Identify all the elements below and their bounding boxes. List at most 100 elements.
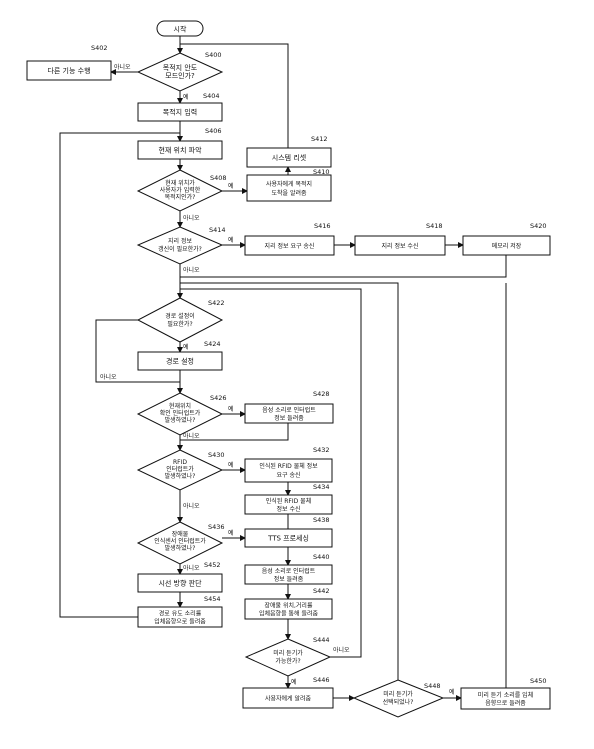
decision-S430-line3: 발생하였나?: [165, 472, 196, 480]
connectors: [59, 36, 507, 701]
edge-S408-yes: 예: [228, 182, 234, 190]
edge-S430-yes: 예: [228, 461, 234, 469]
process-S412-label: 시스템 리셋: [272, 153, 307, 162]
decision-S426-line3: 발생하였나?: [165, 416, 196, 424]
process-S440-line2: 정보 들려줌: [274, 575, 304, 583]
process-S434-line1: 인식된 RFID 물체: [266, 497, 311, 505]
step-id-S402: S402: [91, 44, 108, 52]
process-S446-label: 사용자에게 알려줌: [265, 695, 312, 703]
decision-S448: 미리 듣기가 선택되었나?: [352, 679, 445, 718]
decision-S414: 지리 정보 갱신이 필요한가?: [136, 226, 224, 265]
process-S450: 미리 듣기 소리를 입체 음향으로 들려줌: [460, 687, 551, 710]
step-id-S418: S418: [426, 222, 443, 230]
process-S432-line1: 인식된 RFID 물체 정보: [259, 462, 318, 470]
process-S404-label: 목적지 입력: [163, 108, 197, 117]
process-S450-line1: 미리 듣기 소리를 입체: [478, 691, 533, 699]
step-id-S432: S432: [313, 446, 330, 454]
process-S410-line2: 도착을 알려줌: [271, 189, 307, 197]
svg-text:모드인가?: 모드인가?: [165, 71, 195, 80]
start-node: 시작: [156, 20, 204, 37]
step-id-S422: S422: [208, 299, 225, 307]
process-S454: 경로 유도 소리를 입체음향으로 들려줌: [137, 606, 223, 628]
decision-S430: RFID 인터럽트가 발생하였나?: [136, 449, 224, 491]
decision-S444-line2: 가능한가?: [275, 657, 300, 665]
process-S442-line2: 입체음향을 통해 들려줌: [259, 610, 318, 618]
process-S454-line2: 입체음향으로 들려줌: [154, 618, 206, 626]
step-id-S420: S420: [530, 222, 547, 230]
decision-S422: 경로 설정이 필요한가?: [136, 297, 224, 343]
step-id-S400: S400: [205, 51, 222, 59]
step-id-S430: S430: [208, 451, 225, 459]
decision-S414-line2: 갱신이 필요한가?: [158, 245, 202, 253]
step-id-S440: S440: [313, 553, 330, 561]
process-S406: 현재 위치 파악: [137, 140, 223, 160]
process-S454-line1: 경로 유도 소리를: [159, 610, 202, 618]
decision-S430-line2: 인터럽트가: [166, 465, 194, 473]
process-S410-line1: 사용자에게 목적지: [266, 180, 312, 188]
decision-S400: 목적지 안도 모드인가?: [136, 52, 224, 92]
process-S450-line2: 음향으로 들려줌: [485, 699, 526, 707]
step-numbers: S400 S402 S404 S406 S408 S410 S412 S414 …: [91, 44, 547, 690]
step-id-S450: S450: [530, 677, 547, 685]
process-S438-label: TTS 프로세싱: [267, 534, 309, 543]
decision-S444-line1: 미리 듣기가: [273, 649, 303, 657]
edge-S400-yes: 예: [183, 93, 189, 101]
decision-S448-line1: 미리 듣기가: [383, 690, 413, 698]
process-S432-line2: 요구 송신: [277, 471, 301, 479]
edge-S414-no: 아니오: [183, 266, 200, 274]
step-id-S414: S414: [209, 226, 226, 234]
decision-S436: 장애물 인식센서 인터럽트가 발생하였나?: [136, 521, 224, 565]
decision-S426-line1: 현재위치: [169, 402, 191, 410]
step-id-S412: S412: [311, 135, 328, 143]
step-id-S424: S424: [204, 340, 221, 348]
edge-S414-yes: 예: [228, 236, 234, 244]
decision-S414-line1: 지리 정보: [168, 237, 192, 245]
step-id-S436: S436: [208, 523, 225, 531]
decision-S422-line2: 필요한가?: [167, 320, 192, 328]
step-id-S448: S448: [424, 682, 441, 690]
start-label: 시작: [174, 25, 187, 34]
edge-S400-no: 아니오: [114, 63, 131, 71]
step-id-S454: S454: [204, 595, 221, 603]
process-S442-line1: 장애물 위치,거리를: [265, 602, 313, 610]
process-S452-label: 시선 방향 판단: [158, 579, 202, 588]
step-id-S434: S434: [313, 483, 330, 491]
step-id-S406: S406: [205, 127, 222, 135]
decision-S408-line2: 사용자가 입력한: [160, 186, 201, 194]
process-S428-line2: 정보 들려줌: [274, 414, 304, 422]
process-S418: 지리 정보 수신: [354, 235, 446, 256]
edge-S430-no: 아니오: [183, 502, 200, 510]
decision-S400-line1: 목적지 안도: [163, 63, 198, 72]
process-S420-label: 메모리 저장: [492, 242, 522, 250]
process-S424-label: 경로 설정: [166, 357, 194, 366]
edge-S448-yes: 예: [449, 688, 455, 696]
process-S440-line1: 음성 소리로 인터럽트: [262, 567, 316, 575]
edge-S422-no: 아니오: [100, 373, 117, 381]
decision-S430-line1: RFID: [173, 459, 187, 466]
svg-text:목적지 안도: 목적지 안도: [163, 63, 198, 72]
process-S446: 사용자에게 알려줌: [242, 687, 334, 709]
step-id-S404: S404: [203, 92, 220, 100]
edge-S408-no: 아니오: [183, 214, 200, 222]
step-id-S408: S408: [210, 174, 227, 182]
edge-S444-yes: 예: [291, 678, 297, 686]
process-S416: 지리 정보 요구 송신: [244, 235, 335, 256]
step-id-S416: S416: [314, 222, 331, 230]
decision-S426-line2: 확인 인터럽트가: [160, 409, 201, 417]
edge-S444-no: 아니오: [333, 646, 350, 654]
decision-S422-line1: 경로 설정이: [165, 312, 195, 320]
step-id-S452: S452: [204, 561, 221, 569]
process-S412: 시스템 리셋: [246, 147, 332, 168]
decision-S400-line2: 모드인가?: [165, 71, 195, 80]
process-S440: 음성 소리로 인터럽트 정보 들려줌: [244, 564, 333, 585]
edge-labels: 아니오 예 예 아니오 예 아니오 예 아니오 예 아니오 예 아니오 예 아니…: [100, 63, 455, 696]
step-id-S438: S438: [313, 516, 330, 524]
edge-S422-yes: 예: [183, 343, 189, 351]
process-S406-label: 현재 위치 파악: [158, 146, 202, 155]
process-S404: 목적지 입력: [137, 102, 223, 122]
decision-S448-line2: 선택되었나?: [383, 698, 414, 706]
process-S424: 경로 설정: [137, 351, 223, 371]
edge-S426-yes: 예: [228, 405, 234, 413]
step-id-S410: S410: [313, 168, 330, 176]
decision-S436-line3: 발생하였나?: [165, 544, 196, 552]
